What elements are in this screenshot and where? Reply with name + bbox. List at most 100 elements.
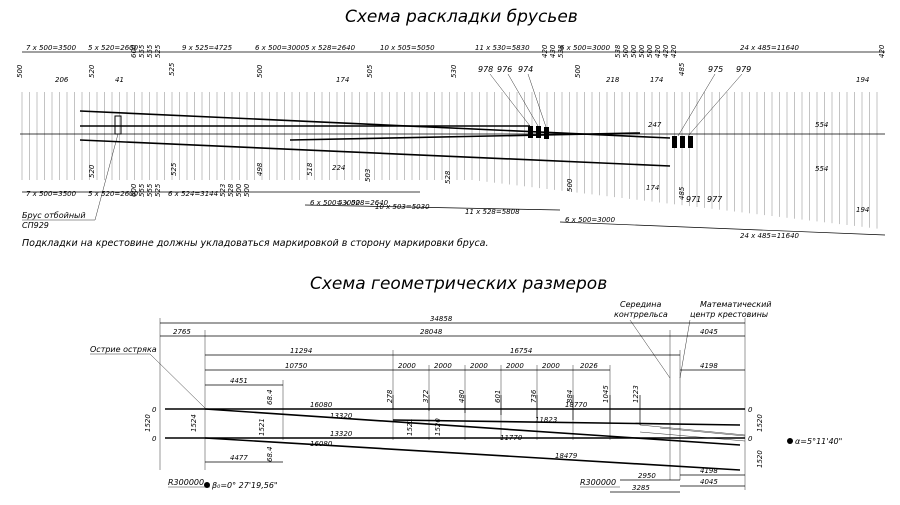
- curved-rail-outer: [204, 437, 741, 471]
- span-label: 2000: [434, 362, 452, 370]
- small-dim: 68.4: [266, 446, 274, 462]
- top-spacing-label: 6 x 500=3000: [560, 44, 611, 52]
- side-dim: 500: [16, 64, 24, 78]
- check-rail-leader: [629, 319, 671, 379]
- dim-label: 4477: [230, 454, 248, 462]
- leader-line: [687, 73, 743, 137]
- dim-label: 11294: [290, 347, 312, 355]
- small-dim: 430: [549, 44, 557, 58]
- dim-label: 3285: [632, 484, 650, 492]
- rail-length: 13320: [330, 430, 353, 438]
- small-dim: 500: [235, 183, 243, 197]
- side-dim: 530: [450, 64, 458, 78]
- dim-label: 2950: [638, 472, 656, 480]
- layout-scheme-title: Схема раскладки брусьев: [345, 7, 578, 27]
- block-label: 977: [707, 195, 723, 204]
- offset-verticals: [392, 395, 641, 425]
- side-dim: 500: [574, 64, 582, 78]
- side-dim: 500: [256, 64, 264, 78]
- geometry-scheme-title: Схема геометрических размеров: [310, 274, 607, 294]
- offset-label: 480: [458, 389, 466, 403]
- side-dim: 528: [444, 170, 452, 184]
- side-dim: 224: [332, 164, 345, 172]
- bottom-spacing-label: 10 x 503=5030: [375, 203, 430, 211]
- side-dim: 194: [856, 76, 869, 84]
- bottom-spacing-label: 11 x 528=5808: [465, 208, 520, 216]
- side-dim: 218: [606, 76, 620, 84]
- zero-mark: 0: [748, 406, 753, 414]
- timber-stop-block: [114, 115, 122, 135]
- small-dim: 555: [138, 183, 146, 197]
- gauge-label: 1520: [434, 418, 442, 436]
- side-dim: 41: [115, 76, 124, 84]
- frog-center-leader: [679, 319, 691, 379]
- gauge-label: 1524: [190, 414, 198, 432]
- bottom-spacing-label: 6 x 524=3144: [168, 190, 218, 198]
- angle-marker: [204, 482, 210, 488]
- dim-label: 16754: [510, 347, 532, 355]
- dim-label: 4198: [700, 362, 718, 370]
- angle-alpha: α=5°11'40": [795, 437, 842, 446]
- small-dim: 600: [130, 183, 138, 197]
- zero-mark: 0: [152, 435, 157, 443]
- offset-label: 601: [494, 390, 502, 403]
- side-dim: 247: [648, 121, 662, 129]
- leader-line: [527, 73, 547, 128]
- side-dim: 525: [168, 62, 176, 76]
- span-label: 2000: [470, 362, 488, 370]
- switch-point-label: Острие остряка: [90, 345, 157, 354]
- side-dim: 485: [678, 186, 686, 200]
- angle-beta: β₀=0° 27'19,56": [211, 481, 278, 490]
- note-leader: [94, 133, 119, 221]
- small-dim: 500: [638, 44, 646, 58]
- side-dim: 520: [88, 164, 96, 178]
- rail-length: 18479: [555, 452, 578, 460]
- side-dim: 194: [856, 206, 869, 214]
- side-dim: 554: [815, 165, 828, 173]
- switch-point-leader: [149, 353, 206, 409]
- geometry-scheme: 34858 2765 28048 4045 11294 16754 4198 1…: [90, 300, 842, 493]
- offset-label: 736: [530, 389, 538, 403]
- rail-length: 16080: [310, 440, 333, 448]
- side-dim: 498: [256, 162, 264, 176]
- side-dim: 554: [815, 121, 828, 129]
- small-dim: 420: [662, 44, 670, 58]
- check-rail-middle-label: Середина: [620, 300, 661, 309]
- block-974: [544, 127, 549, 139]
- span-label: 2026: [580, 362, 598, 370]
- small-dim: 525: [154, 44, 162, 58]
- gauge-label: 1520: [756, 450, 764, 468]
- side-dim: 503: [364, 169, 372, 182]
- small-dim: 538: [614, 44, 622, 58]
- bottom-spacing-label: 6 x 500=3000: [310, 199, 361, 207]
- radius-left: R300000: [168, 478, 204, 487]
- side-dim: 505: [366, 64, 374, 78]
- rail-length: 11770: [500, 434, 523, 442]
- side-dim: 520: [88, 64, 96, 78]
- span-label: 2000: [506, 362, 524, 370]
- top-spacing-label: 11 x 530=5830: [475, 44, 530, 52]
- frog-line-3: [659, 427, 746, 437]
- block-975: [672, 136, 677, 148]
- small-dim: 600: [130, 44, 138, 58]
- small-dim: 555: [146, 183, 154, 197]
- offset-label: 1223: [632, 385, 640, 403]
- block-label: 974: [518, 65, 533, 74]
- installation-note: Подкладки на крестовине должны укладоват…: [22, 238, 489, 249]
- block-976: [536, 126, 541, 138]
- zero-mark: 0: [748, 435, 753, 443]
- rail-length: 18770: [565, 401, 588, 409]
- dim-label: 4045: [700, 328, 718, 336]
- frog-center-label: Математический: [700, 300, 771, 309]
- side-dim: 485: [678, 62, 686, 76]
- side-dim: 174: [646, 184, 659, 192]
- dim-label: 4045: [700, 478, 718, 486]
- small-dim: 555: [146, 44, 154, 58]
- dim-label-overall: 34858: [430, 315, 453, 323]
- top-spacing-label: 5 x 528=2640: [305, 44, 356, 52]
- small-dim: 420: [654, 44, 662, 58]
- small-dim: 528: [227, 183, 235, 197]
- rail-length: 11823: [535, 416, 557, 424]
- dim-label: 2765: [173, 328, 191, 336]
- block-978: [528, 126, 533, 138]
